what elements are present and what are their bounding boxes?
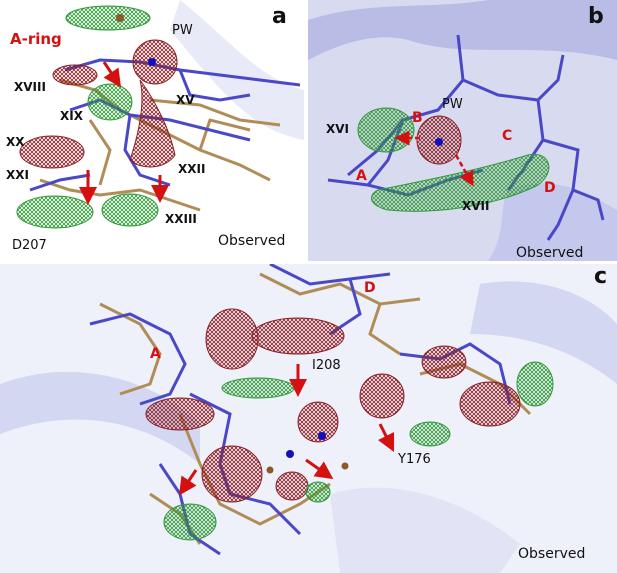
density-meshes-c <box>145 308 554 541</box>
observed-label-b: Observed <box>516 245 584 261</box>
displacement-arrows-c <box>179 364 395 496</box>
panel-a-letter: a <box>272 4 287 29</box>
a-ring-label: A-ring <box>10 30 62 48</box>
pw-atom-c <box>318 432 326 440</box>
residue-label: XXII <box>178 162 206 176</box>
pw-label-a: PW <box>172 23 193 38</box>
tan-model-c <box>99 272 532 545</box>
ring-label-c: D <box>364 280 376 296</box>
panel-b: b PW B C A D XVI XVII Observed <box>308 0 617 261</box>
metal-atom-c <box>341 462 349 470</box>
residue-label: XVIII <box>14 80 46 94</box>
panel-a: a A-ring PW XVIII XIX XV XX XXI XXII XXI… <box>0 0 304 261</box>
residue-label: XV <box>176 93 195 107</box>
panel-b-structure <box>308 0 617 261</box>
residue-label: XXIII <box>165 212 197 226</box>
water-atom <box>286 450 294 458</box>
pw-atom <box>148 58 156 66</box>
panel-c-letter: c <box>594 264 608 289</box>
residue-label-c: I208 <box>312 358 341 373</box>
residue-label-b: XVI <box>326 122 350 136</box>
metal-atom-c <box>266 466 274 474</box>
ring-label: C <box>502 128 513 144</box>
dashed-arrows-b <box>394 130 474 187</box>
d207-label: D207 <box>12 238 47 253</box>
ring-label: A <box>356 168 367 184</box>
ring-label-c: A <box>150 346 161 362</box>
metal-atom <box>116 14 124 22</box>
panel-c: c A D I208 Y176 Observed <box>0 264 617 573</box>
ring-label: D <box>544 180 556 196</box>
panel-a-structure <box>16 0 304 229</box>
observed-label-c: Observed <box>518 546 586 562</box>
residue-label: XXI <box>6 168 29 182</box>
pw-label-b: PW <box>442 97 463 112</box>
pw-atom-b <box>435 138 443 146</box>
ring-label: B <box>412 110 423 126</box>
observed-label-a: Observed <box>218 233 286 249</box>
displacement-arrows <box>79 61 169 205</box>
residue-label: XIX <box>60 109 83 123</box>
panel-c-structure <box>0 264 617 573</box>
residue-label-c: Y176 <box>398 452 431 467</box>
residue-label-b: XVII <box>462 199 490 213</box>
panel-b-letter: b <box>588 4 604 29</box>
residue-label: XX <box>6 135 25 149</box>
